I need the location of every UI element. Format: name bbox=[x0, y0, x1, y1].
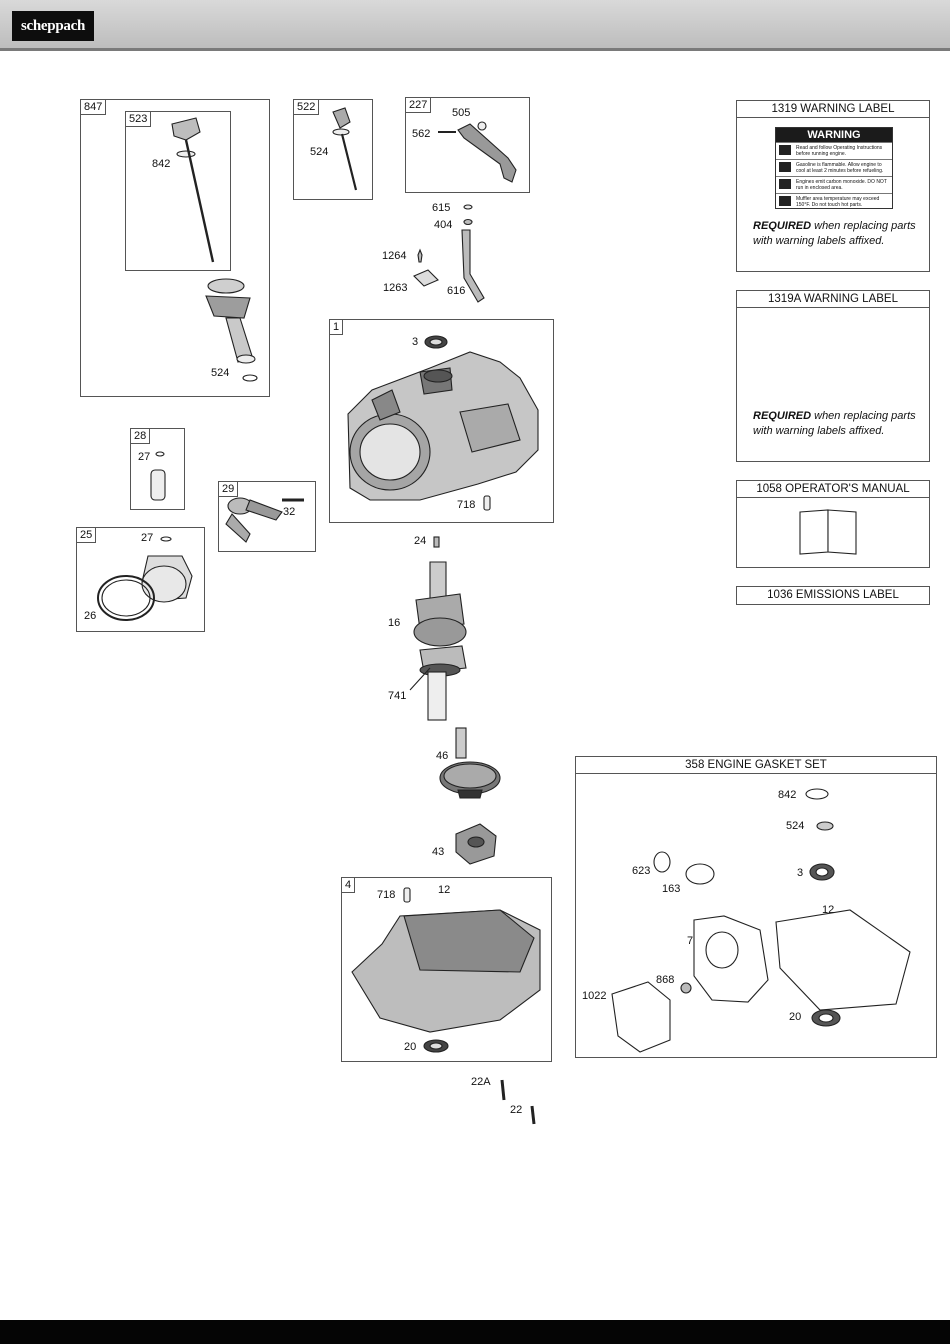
part-label-404: 404 bbox=[434, 219, 453, 231]
gasket-label-868: 868 bbox=[656, 974, 675, 986]
part-label-562: 562 bbox=[412, 128, 431, 140]
part-label-842: 842 bbox=[152, 158, 171, 170]
part-label-615: 615 bbox=[432, 202, 451, 214]
crankshaft-drawing bbox=[409, 536, 467, 721]
gasket-label-842: 842 bbox=[778, 789, 797, 801]
part-label-43: 43 bbox=[432, 846, 445, 858]
part-label-718: 718 bbox=[377, 889, 396, 901]
operators-manual-book-icon bbox=[799, 509, 857, 555]
page-header: scheppach bbox=[0, 0, 950, 51]
part-label-616: 616 bbox=[447, 285, 466, 297]
manual-icon bbox=[779, 145, 791, 155]
gasket-label-623: 623 bbox=[632, 865, 651, 877]
gasket-set-title: 358 ENGINE GASKET SET bbox=[576, 757, 936, 774]
warning-sticker-title: WARNING bbox=[776, 128, 892, 142]
required-note: REQUIRED when replacing parts with warni… bbox=[753, 219, 923, 249]
gasket-label-12: 12 bbox=[822, 904, 835, 916]
assembly-box-522: 522 bbox=[293, 99, 373, 200]
part-label-24: 24 bbox=[414, 535, 427, 547]
part-label-741: 741 bbox=[388, 690, 407, 702]
part-label-3: 3 bbox=[412, 336, 419, 348]
warning-line: Gasoline is flammable. Allow engine to c… bbox=[796, 162, 884, 174]
operators-manual-title: 1058 OPERATOR'S MANUAL bbox=[737, 481, 929, 498]
part-label-16: 16 bbox=[388, 617, 401, 629]
assembly-tag: 25 bbox=[77, 528, 97, 543]
part-label-1263: 1263 bbox=[383, 282, 408, 294]
operators-manual-box: 1058 OPERATOR'S MANUAL bbox=[736, 480, 930, 568]
warning-label-1319a-title: 1319A WARNING LABEL bbox=[737, 291, 929, 308]
part-label-46: 46 bbox=[436, 750, 449, 762]
piston-drawing bbox=[97, 536, 193, 621]
part-label-32: 32 bbox=[283, 506, 296, 518]
engine-sump-drawing bbox=[351, 887, 541, 1053]
required-note: REQUIRED when replacing parts with warni… bbox=[753, 409, 923, 439]
required-note-text: when replacing parts with warning labels… bbox=[753, 410, 916, 437]
part-label-718: 718 bbox=[457, 499, 476, 511]
connecting-rod-drawing bbox=[225, 497, 304, 543]
oil-pump-drawing bbox=[455, 823, 497, 865]
emissions-label-box: 1036 EMISSIONS LABEL bbox=[736, 586, 930, 605]
part-label-12: 12 bbox=[438, 884, 451, 896]
part-label-27: 27 bbox=[141, 532, 154, 544]
warning-label-1319-box: 1319 WARNING LABEL WARNING Read and foll… bbox=[736, 100, 930, 272]
part-label-22A: 22A bbox=[471, 1076, 491, 1088]
assembly-tag: 1 bbox=[330, 320, 344, 335]
assembly-tag: 847 bbox=[81, 100, 107, 115]
fire-icon bbox=[779, 162, 791, 172]
gasket-label-3: 3 bbox=[797, 867, 804, 879]
gasket-label-163: 163 bbox=[662, 883, 681, 895]
assembly-tag: 227 bbox=[406, 98, 432, 113]
assembly-tag: 523 bbox=[126, 112, 152, 127]
hot-surface-icon bbox=[779, 196, 791, 206]
assembly-tag: 29 bbox=[219, 482, 239, 497]
warning-line: Engines emit carbon monoxide. DO NOT run… bbox=[796, 179, 887, 191]
oil-fill-tube-drawing bbox=[205, 278, 258, 382]
gasket-label-7: 7 bbox=[687, 935, 694, 947]
part-label-22: 22 bbox=[510, 1104, 523, 1116]
part-label-505: 505 bbox=[452, 107, 471, 119]
assembly-tag: 4 bbox=[342, 878, 356, 893]
warning-line: Muffler area temperature may exceed 150°… bbox=[796, 196, 880, 208]
fumes-icon bbox=[779, 179, 791, 189]
emissions-label-title: 1036 EMISSIONS LABEL bbox=[767, 589, 899, 601]
gasket-label-524: 524 bbox=[786, 820, 805, 832]
assembly-box-28: 28 bbox=[130, 428, 185, 510]
gasket-set-drawing bbox=[611, 788, 911, 1053]
part-label-26: 26 bbox=[84, 610, 97, 622]
cylinder-block-drawing bbox=[347, 335, 539, 511]
brand-logo: scheppach bbox=[12, 11, 94, 41]
part-label-27: 27 bbox=[138, 451, 151, 463]
required-note-text: when replacing parts with warning labels… bbox=[753, 220, 916, 247]
gasket-label-20: 20 bbox=[789, 1011, 802, 1023]
warning-label-1319-title: 1319 WARNING LABEL bbox=[737, 101, 929, 118]
bracket-227-drawing bbox=[438, 121, 517, 183]
part-label-524: 524 bbox=[310, 146, 329, 158]
warning-line: Read and follow Operating Instructions b… bbox=[796, 145, 883, 157]
camshaft-drawing bbox=[439, 727, 501, 799]
part-label-20: 20 bbox=[404, 1041, 417, 1053]
gasket-label-1022: 1022 bbox=[582, 990, 607, 1002]
dipstick-drawing bbox=[171, 117, 215, 263]
required-note-bold: REQUIRED bbox=[753, 220, 812, 232]
part-label-1264: 1264 bbox=[382, 250, 407, 262]
warning-sticker: WARNING Read and follow Operating Instru… bbox=[775, 127, 893, 209]
part-label-524: 524 bbox=[211, 367, 230, 379]
dipstick-522-drawing bbox=[332, 107, 358, 191]
required-note-bold: REQUIRED bbox=[753, 410, 812, 422]
warning-label-1319a-box: 1319A WARNING LABEL REQUIRED when replac… bbox=[736, 290, 930, 462]
assembly-tag: 28 bbox=[131, 429, 151, 444]
assembly-tag: 522 bbox=[294, 100, 320, 115]
page-footer bbox=[0, 1320, 950, 1344]
